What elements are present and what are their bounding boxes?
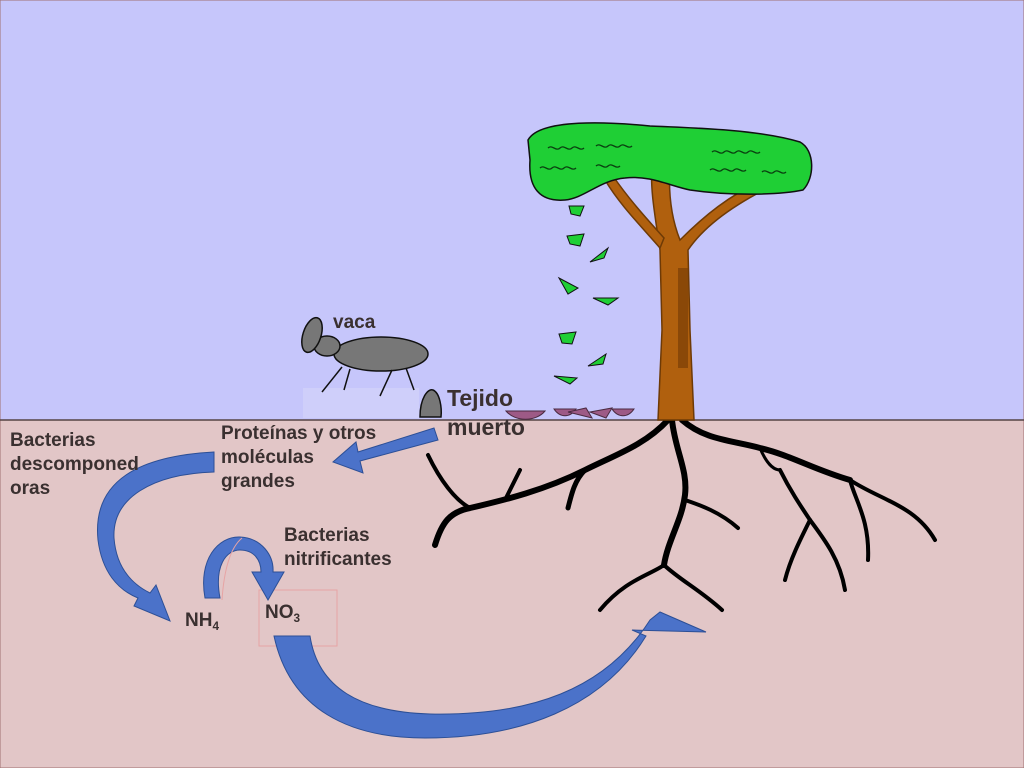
nitrifiers-label: Bacterias nitrificantes [284, 524, 392, 572]
decomposers-label-line2: descomponed [10, 453, 139, 475]
nitrifiers-label-line1: Bacterias [284, 525, 370, 546]
ammonium-base: NH [185, 610, 213, 631]
proteins-label-line1: Proteínas y otros [221, 423, 377, 444]
proteins-label-line2: moléculas [221, 446, 314, 468]
cow-body [333, 336, 429, 372]
dead-tissue-label-line1: Tejido [447, 385, 514, 411]
dead-tissue-label-line2: muerto [447, 413, 525, 440]
nitrifiers-label-line2: nitrificantes [284, 548, 392, 570]
ammonium-subscript: 4 [212, 620, 219, 634]
roots [426, 417, 937, 612]
arrow-tissue-to-proteins [332, 427, 439, 474]
dead-tissue-label: Tejido muerto [447, 384, 525, 442]
arrow-faint-outline [221, 537, 243, 601]
proteins-label-line3: grandes [221, 470, 295, 492]
ammonium-label: NH4 [185, 609, 219, 635]
decomposers-label-line3: oras [10, 477, 51, 499]
label-backdrop-1 [303, 388, 419, 418]
nitrate-base: NO [265, 602, 294, 623]
cow [301, 316, 429, 397]
sky [0, 0, 1024, 421]
tree-canopy [527, 122, 813, 201]
arrow-nh4-to-no3 [203, 536, 285, 602]
trunk-shadow [678, 268, 688, 368]
cow-ear [301, 316, 323, 354]
nitrate-label: NO3 [265, 601, 300, 627]
cow-label: vaca [333, 312, 376, 333]
decomposers-label: Bacterias descomponed oras [10, 429, 139, 500]
process-arrows [97, 427, 707, 739]
decomposers-label-line1: Bacterias [10, 430, 96, 451]
tree [527, 122, 813, 421]
dead-leaves [504, 407, 635, 420]
nitrate-subscript: 3 [293, 612, 301, 626]
arrow-no3-to-roots [273, 611, 707, 739]
arrow-proteins-to-nh4 [97, 451, 215, 622]
proteins-label: Proteínas y otros moléculas grandes [221, 422, 376, 493]
dead-tissue-lump [419, 389, 442, 418]
falling-leaves [553, 205, 620, 385]
